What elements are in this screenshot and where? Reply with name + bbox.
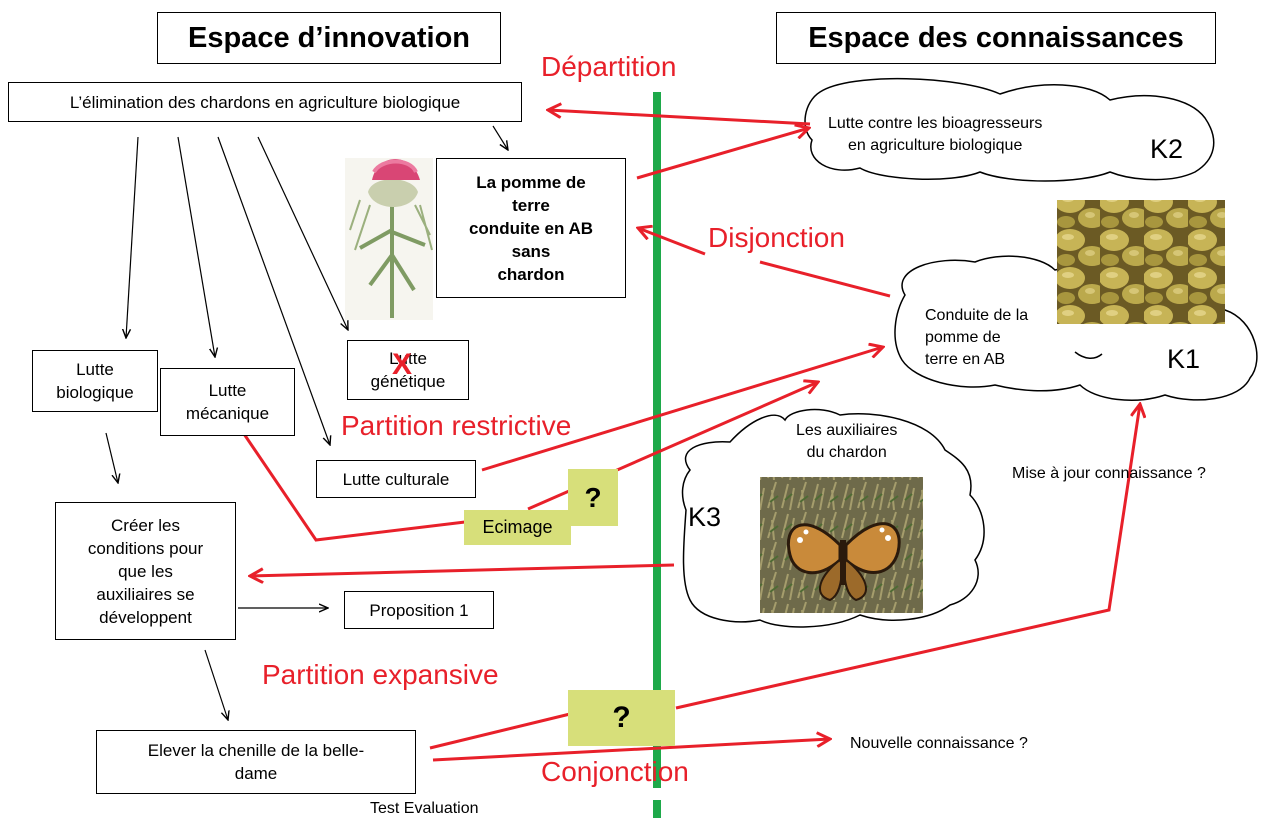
innovation-space-header: Espace d’innovation — [157, 12, 501, 64]
k2-tag: K2 — [1150, 134, 1184, 164]
creer-conditions-box: Créer les conditions pour que les auxili… — [55, 502, 236, 640]
lutte-genetique-line: Lutte — [389, 349, 427, 368]
lutte-biologique-line: biologique — [56, 383, 134, 402]
question-mark: ? — [584, 481, 602, 513]
elever-line: Elever la chenille de la belle- — [147, 741, 365, 760]
butterfly-picture — [760, 477, 923, 613]
k2-text: Lutte contre les bioagresseurs en agricu… — [828, 113, 1042, 157]
creer-line: développent — [99, 607, 192, 627]
k2-cloud — [804, 77, 1215, 182]
proposition-label: Proposition 1 — [369, 600, 469, 620]
k1-line: terre en AB — [925, 351, 1006, 368]
rejected-mark: X — [392, 348, 413, 381]
k2-line: Lutte contre les bioagresseurs — [828, 115, 1043, 132]
creer-line: que les — [118, 561, 173, 581]
disjonction-label: Disjonction — [708, 222, 845, 253]
partition-expansive-label: Partition expansive — [262, 659, 499, 690]
creer-line: auxiliaires se — [96, 584, 195, 604]
pomme-line: chardon — [497, 264, 565, 284]
pomme-line: conduite en AB — [468, 218, 594, 238]
creer-line: Créer les — [111, 515, 180, 535]
elever-line: dame — [234, 764, 278, 783]
k1-line: Conduite de la — [925, 307, 1029, 324]
k3-tag: K3 — [688, 502, 722, 532]
lutte-genetique-line: génétique — [370, 372, 446, 391]
mise-a-jour-label: Mise à jour connaissance ? — [1012, 465, 1206, 482]
k3-line: Les auxiliaires — [796, 422, 898, 439]
creer-line: conditions pour — [87, 538, 204, 558]
concept-tree-arrows — [105, 125, 508, 720]
departition-label: Départition — [541, 51, 677, 82]
k3-text: Les auxiliaires du chardon — [796, 420, 897, 464]
question-box-upper: ? — [568, 469, 618, 526]
root-concept-label: L’élimination des chardons en agricultur… — [69, 92, 461, 112]
potatoes-picture — [1057, 200, 1225, 324]
knowledge-space-title: Espace des connaissances — [808, 21, 1184, 54]
ecimage-label: Ecimage — [482, 517, 553, 537]
lutte-mecanique-line: mécanique — [185, 404, 270, 423]
elever-chenille-box: Elever la chenille de la belle- dame — [96, 730, 416, 794]
k3-line: du chardon — [806, 444, 887, 461]
lutte-biologique-box: Lutte biologique — [32, 350, 158, 412]
question-mark: ? — [612, 701, 631, 734]
pomme-concept-box: La pomme de terre conduite en AB sans ch… — [436, 158, 626, 298]
k1-cloud — [894, 255, 1258, 401]
lutte-mecanique-line: Lutte — [208, 381, 247, 400]
k1-line: pomme de — [925, 329, 1001, 346]
lutte-culturale-box: Lutte culturale — [316, 460, 476, 498]
partition-restrictive-label: Partition restrictive — [341, 410, 572, 441]
knowledge-space-header: Espace des connaissances — [776, 12, 1216, 64]
thistle-picture — [345, 158, 433, 320]
pomme-line: La pomme de — [476, 172, 586, 192]
question-box-lower: ? — [568, 690, 675, 746]
proposition-box: Proposition 1 — [344, 591, 494, 629]
k1-tag: K1 — [1167, 344, 1201, 374]
lutte-biologique-line: Lutte — [76, 360, 114, 379]
pomme-line: terre — [512, 195, 550, 215]
root-concept-box: L’élimination des chardons en agricultur… — [8, 82, 522, 122]
lutte-genetique-box: Lutte génétique X — [347, 340, 469, 400]
lutte-culturale-label: Lutte culturale — [342, 469, 450, 489]
k2-line: en agriculture biologique — [848, 137, 1023, 154]
innovation-space-title: Espace d’innovation — [188, 21, 470, 54]
conjonction-label: Conjonction — [541, 756, 689, 787]
lutte-mecanique-box: Lutte mécanique — [160, 368, 295, 436]
test-evaluation-label: Test Evaluation — [370, 800, 479, 817]
pomme-line: sans — [511, 241, 551, 261]
nouvelle-connaissance-label: Nouvelle connaissance ? — [850, 735, 1028, 752]
ecimage-box: Ecimage — [464, 510, 571, 545]
k1-text: Conduite de la pomme de terre en AB — [925, 305, 1028, 371]
